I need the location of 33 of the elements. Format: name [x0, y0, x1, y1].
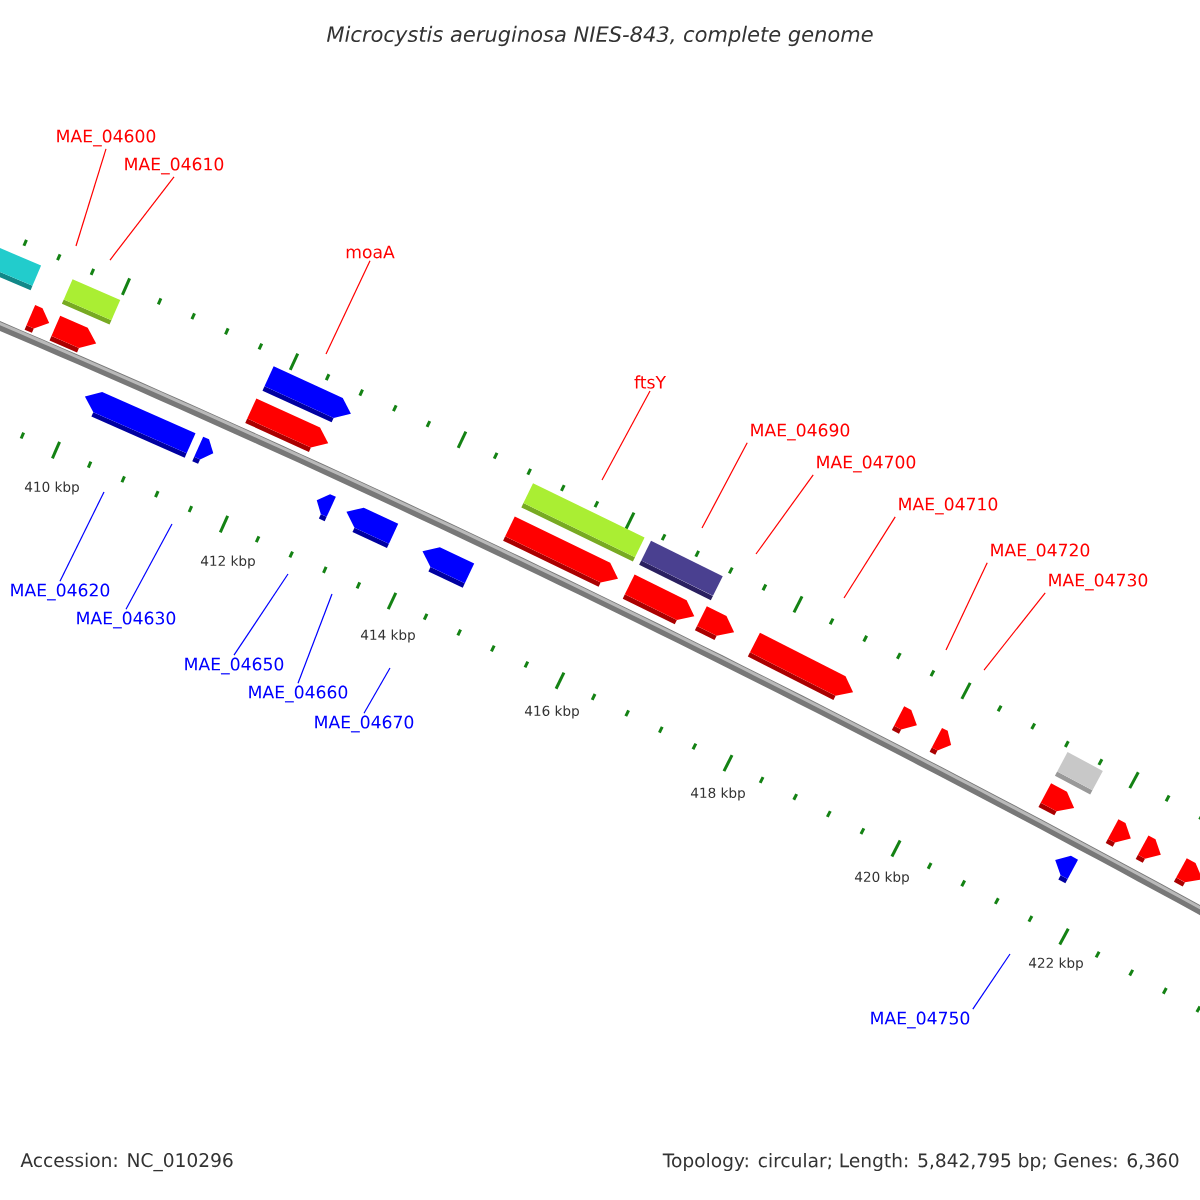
leader-line [297, 593, 333, 684]
gene-label: MAE_04720 [991, 543, 1090, 561]
gene-label: MAE_04690 [751, 423, 850, 441]
gene-label: MAE_04630 [77, 611, 176, 629]
gene-label: MAE_04650 [185, 657, 284, 675]
leader-line [109, 176, 175, 261]
gene-label: MAE_04600 [57, 129, 156, 147]
summary-text: Topology: circular; Length: 5,842,795 bp; Genes: 6,360 [662, 1153, 1179, 1171]
gene-label: MAE_04730 [1049, 573, 1148, 591]
leader-line [972, 953, 1011, 1010]
leader-line [125, 523, 173, 610]
gene-label: MAE_04610 [125, 157, 224, 175]
leader-line [233, 573, 289, 656]
leader-line [843, 516, 896, 599]
leader-line [701, 442, 748, 529]
leader-line [75, 148, 107, 247]
leader-line [59, 491, 105, 582]
title: Microcystis aeruginosa NIES-843, complete genome [327, 25, 873, 47]
gene-label: MAE_04710 [899, 497, 998, 515]
leader-line [325, 260, 371, 355]
gene-label: MAE_04700 [817, 455, 916, 473]
gene-label: ftsY [634, 375, 667, 389]
accession-text: Accession: NC_010296 [20, 1152, 233, 1172]
gene-label: MAE_04620 [11, 583, 110, 601]
gene-label: MAE_04750 [871, 1011, 970, 1029]
leader-line [983, 592, 1046, 671]
leader-line [755, 474, 814, 555]
leader-line [363, 667, 391, 714]
gene-label: MAE_04670 [315, 715, 414, 733]
gene-label: moaA [346, 245, 395, 259]
leader-line [601, 390, 651, 481]
gene-label: MAE_04660 [249, 685, 348, 703]
leader-line [945, 562, 988, 651]
